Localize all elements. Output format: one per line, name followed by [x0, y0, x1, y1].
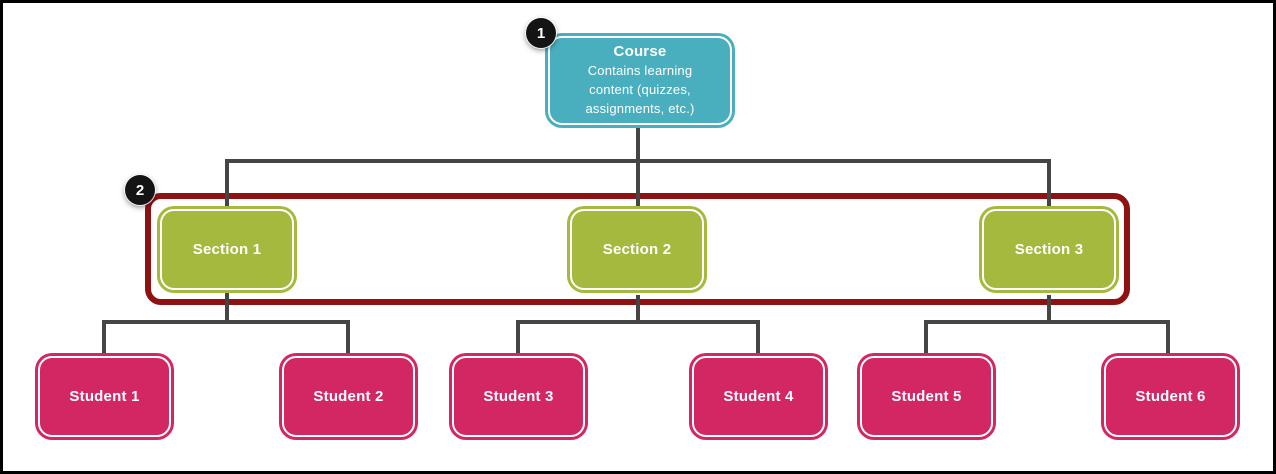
connector-drop-student-1: [102, 320, 106, 356]
course-node: Course Contains learning content (quizze…: [548, 36, 732, 125]
step-badge-1: 1: [526, 18, 556, 48]
student-5-label: Student 5: [891, 388, 962, 405]
course-description: Contains learning content (quizzes, assi…: [585, 63, 695, 116]
student-node-4: Student 4: [692, 356, 825, 437]
connector-drop-student-6: [1166, 320, 1170, 356]
connector-group-3-crossbar: [924, 320, 1170, 324]
course-title: Course: [613, 43, 667, 60]
section-2-label: Section 2: [602, 241, 672, 258]
connector-course-stem: [636, 128, 640, 163]
connector-drop-section-1: [225, 159, 229, 210]
connector-section-3-stem: [1047, 295, 1051, 322]
section-1-label: Section 1: [192, 241, 262, 258]
connector-drop-section-2: [636, 159, 640, 210]
student-1-label: Student 1: [69, 388, 140, 405]
student-node-3: Student 3: [452, 356, 585, 437]
student-4-label: Student 4: [723, 388, 794, 405]
connector-drop-student-2: [346, 320, 350, 356]
student-2-label: Student 2: [313, 388, 384, 405]
student-3-label: Student 3: [483, 388, 554, 405]
connector-section-1-stem: [225, 293, 229, 322]
step-badge-2-number: 2: [135, 181, 145, 199]
connector-group-1-crossbar: [102, 320, 350, 324]
section-node-3: Section 3: [982, 209, 1116, 290]
student-node-2: Student 2: [282, 356, 415, 437]
step-badge-1-number: 1: [536, 24, 546, 42]
connector-drop-section-3: [1047, 159, 1051, 210]
section-node-2: Section 2: [570, 209, 704, 290]
section-3-label: Section 3: [1014, 241, 1084, 258]
connector-drop-student-4: [756, 320, 760, 356]
student-node-1: Student 1: [38, 356, 171, 437]
connector-group-2-crossbar: [516, 320, 760, 324]
section-node-1: Section 1: [160, 209, 294, 290]
connector-drop-student-5: [924, 320, 928, 356]
student-node-6: Student 6: [1104, 356, 1237, 437]
student-node-5: Student 5: [860, 356, 993, 437]
step-badge-2: 2: [125, 175, 155, 205]
connector-section-2-stem: [636, 295, 640, 322]
connector-drop-student-3: [516, 320, 520, 356]
student-6-label: Student 6: [1135, 388, 1206, 405]
